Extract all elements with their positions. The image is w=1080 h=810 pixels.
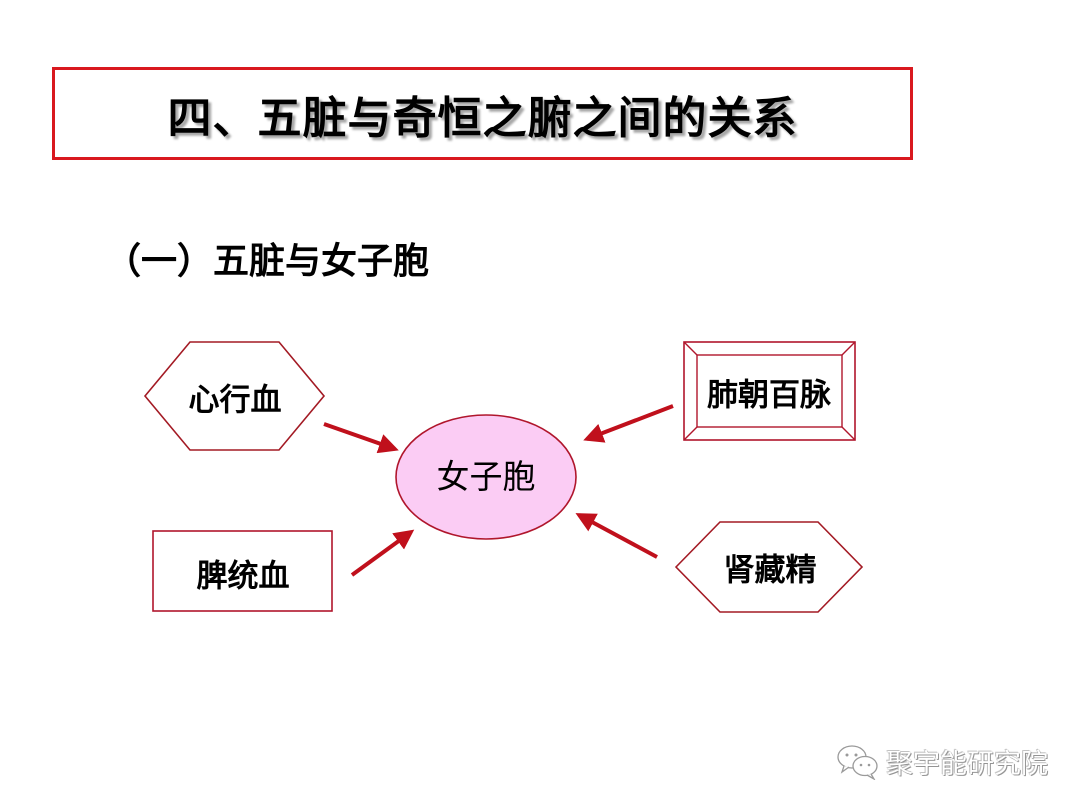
spleen-node-label: 脾统血 [196, 558, 290, 595]
arrow-spleen-to-uterus [350, 529, 415, 577]
lung-bevel-shape [683, 341, 856, 441]
uterus-ellipse-shape [395, 414, 577, 540]
wechat-icon [837, 744, 878, 780]
kidney-node-label: 肾藏精 [723, 552, 817, 589]
kidney-hexagon-shape [674, 521, 864, 613]
slide-title: 四、五脏与奇恒之腑之间的关系 [167, 92, 798, 144]
watermark: 聚宇能研究院 [836, 742, 1048, 781]
title-box: 四、五脏与奇恒之腑之间的关系 [52, 67, 913, 160]
lung-node-label: 肺朝百脉 [707, 377, 831, 414]
arrow-lung-to-uterus [583, 404, 674, 443]
spleen-rect-shape [152, 530, 333, 612]
heart-node-label: 心行血 [188, 382, 282, 419]
watermark-text: 聚宇能研究院 [886, 749, 1048, 780]
arrow-heart-to-uterus [323, 422, 399, 454]
heart-hexagon-shape [143, 341, 326, 451]
uterus-node-label: 女子胞 [436, 457, 536, 496]
arrow-kidney-to-uterus [575, 513, 658, 559]
section-subtitle: （一）五脏与女子胞 [105, 241, 430, 282]
